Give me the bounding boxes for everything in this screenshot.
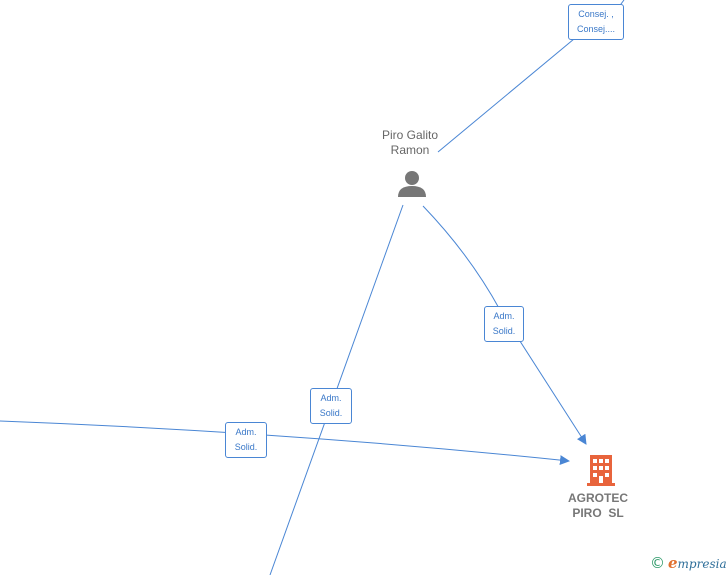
- edge-label-person-company-line2: Solid.: [492, 326, 516, 336]
- edge-label-person-down-line1: Adm.: [320, 393, 342, 403]
- brand-name: empresia: [668, 554, 727, 572]
- edge-person-company: [422, 205, 587, 445]
- person-name-line1: Piro Galito: [381, 128, 439, 142]
- edge-label-person-company-line1: Adm.: [493, 311, 515, 321]
- edge-label-left-company[interactable]: Adm. Solid.: [225, 422, 267, 458]
- edge-label-top-line2: Consej....: [576, 24, 616, 34]
- copyright-icon: ©: [650, 554, 665, 572]
- edge-label-top-line1: Consej. ,: [578, 9, 614, 19]
- person-icon[interactable]: [398, 171, 426, 197]
- edge-label-left-company-line1: Adm.: [235, 427, 257, 437]
- person-name[interactable]: Piro Galito Ramon: [360, 128, 460, 158]
- edge-person-top: [437, 33, 581, 153]
- brand-e-mark: e: [668, 554, 678, 572]
- company-name[interactable]: AGROTEC PIRO SL: [548, 491, 648, 521]
- brand-watermark: © empresia: [650, 554, 727, 572]
- edge-left-company: [0, 420, 570, 466]
- edge-label-left-company-line2: Solid.: [234, 442, 258, 452]
- edge-label-person-down-line2: Solid.: [319, 408, 343, 418]
- edge-label-top[interactable]: Consej. , Consej....: [568, 4, 624, 40]
- edge-label-person-company[interactable]: Adm. Solid.: [484, 306, 524, 342]
- brand-rest: mpresia: [677, 557, 727, 571]
- person-name-line2: Ramon: [390, 143, 430, 157]
- company-name-line2: PIRO SL: [572, 506, 624, 520]
- edge-label-person-down[interactable]: Adm. Solid.: [310, 388, 352, 424]
- company-name-line1: AGROTEC: [568, 491, 628, 505]
- building-icon[interactable]: [587, 455, 615, 486]
